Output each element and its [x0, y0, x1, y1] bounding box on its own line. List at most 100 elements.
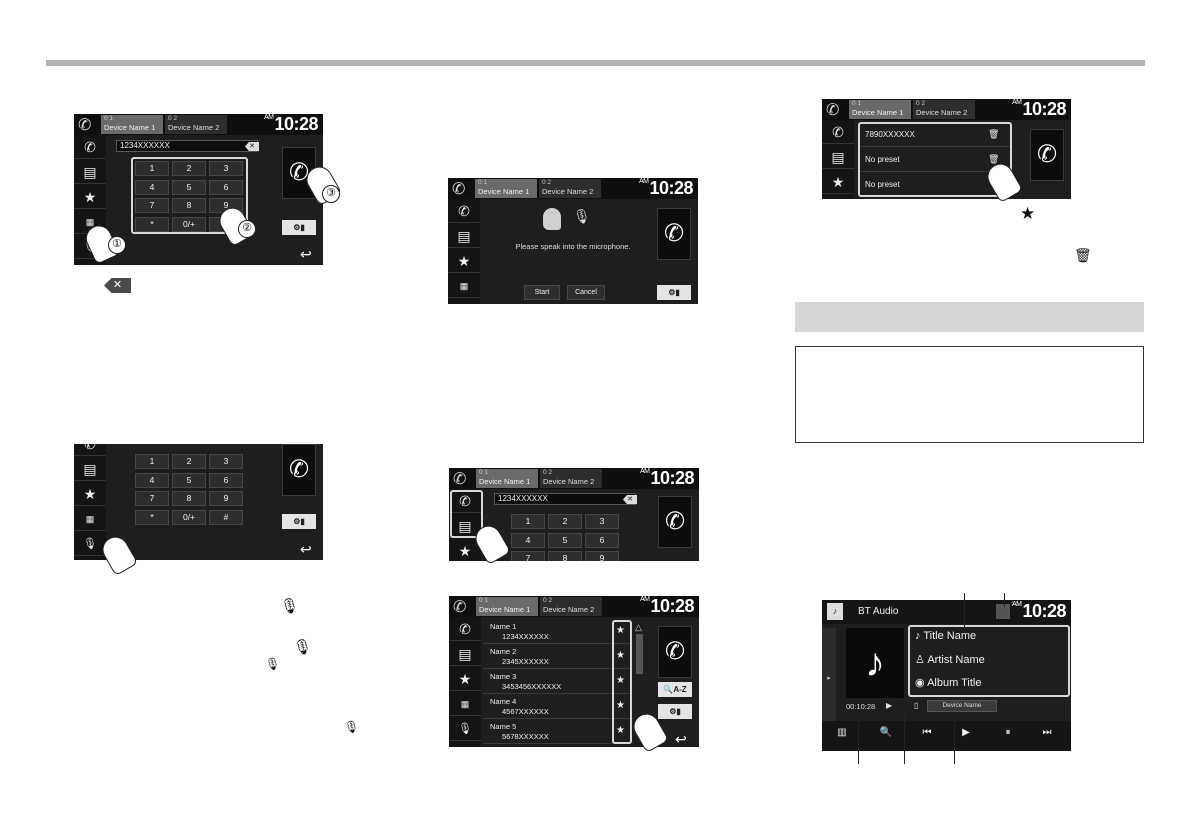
phonebook-button[interactable]: ▤: [74, 457, 106, 481]
phone-icon[interactable]: ✆: [78, 117, 92, 134]
keypad-key[interactable]: *: [135, 216, 169, 232]
play-button[interactable]: ▶: [962, 727, 970, 738]
phone-icon[interactable]: ✆: [453, 471, 467, 488]
keypad-key[interactable]: 7: [135, 491, 169, 506]
keypad-key[interactable]: 4: [135, 472, 169, 488]
preset-star-icon[interactable]: ★: [616, 675, 625, 686]
a-z-search-button[interactable]: 🔍A-Z: [658, 682, 692, 697]
title-row[interactable]: ♪ Title Name: [915, 630, 977, 642]
preset-star-button[interactable]: ★: [449, 539, 481, 561]
back-button[interactable]: ↩: [675, 731, 687, 747]
trash-icon[interactable]: 🗑: [988, 154, 1000, 164]
device-name-button[interactable]: Device Name: [927, 700, 997, 712]
keypad-key[interactable]: 6: [585, 532, 619, 548]
call-history-button[interactable]: ✆: [448, 199, 480, 223]
keypad-key[interactable]: 7: [135, 198, 169, 213]
search-button[interactable]: 🔍: [872, 727, 900, 738]
keypad-key[interactable]: 3: [209, 161, 243, 176]
keypad-key[interactable]: 4: [511, 532, 545, 548]
keypad-key[interactable]: 1: [135, 161, 169, 176]
keypad-key[interactable]: 2: [172, 161, 206, 176]
call-history-button[interactable]: ✆: [449, 489, 481, 513]
dial-pad-button[interactable]: ▦: [448, 274, 480, 298]
phone-icon[interactable]: ✆: [453, 599, 467, 616]
start-button[interactable]: Start: [524, 285, 560, 300]
call-button[interactable]: ✆: [282, 444, 316, 496]
preset-star-icon[interactable]: ★: [616, 725, 625, 736]
keypad-key[interactable]: 6: [209, 179, 243, 195]
dial-pad-button[interactable]: ▦: [74, 507, 106, 531]
preset-star-icon[interactable]: ★: [616, 700, 625, 711]
previous-track-button[interactable]: ⏮: [922, 727, 932, 738]
keypad-key[interactable]: 4: [135, 179, 169, 195]
keypad-key[interactable]: 0/+: [172, 216, 206, 232]
phone-settings-button[interactable]: ⚙▮: [657, 285, 691, 300]
preset-row[interactable]: 7890XXXXXX🗑: [860, 123, 1010, 147]
back-button[interactable]: ↩: [300, 541, 312, 557]
keypad-key[interactable]: 8: [548, 551, 582, 561]
preset-star-icon[interactable]: ★: [616, 650, 625, 661]
back-button[interactable]: ↩: [300, 246, 312, 262]
phonebook-button[interactable]: ▤: [449, 642, 481, 666]
backspace-icon[interactable]: ✕: [623, 495, 637, 504]
next-track-button[interactable]: ⏭: [1042, 727, 1052, 738]
keypad-key[interactable]: #: [209, 509, 243, 525]
keypad-key[interactable]: *: [135, 509, 169, 525]
album-row[interactable]: ◉ Album Title: [915, 677, 982, 689]
keypad-key[interactable]: 7: [511, 551, 545, 561]
phone-settings-button[interactable]: ⚙▮: [282, 220, 316, 235]
keypad-key[interactable]: 0/+: [172, 509, 206, 525]
dial-pad-button[interactable]: ▦: [449, 692, 481, 716]
preset-star-icon[interactable]: ★: [616, 625, 625, 636]
phonebook-button[interactable]: ▤: [822, 145, 854, 169]
preset-star-button[interactable]: ★: [449, 667, 481, 691]
keypad-key[interactable]: 8: [172, 491, 206, 506]
phone-icon[interactable]: ✆: [452, 181, 466, 198]
phone-settings-button[interactable]: ⚙▮: [658, 704, 692, 719]
preset-star-button[interactable]: ★: [822, 170, 854, 194]
trash-icon[interactable]: 🗑: [988, 129, 1000, 139]
preset-star-button[interactable]: ★: [74, 482, 106, 506]
call-button[interactable]: ✆: [1030, 129, 1064, 181]
keypad-key[interactable]: 8: [172, 198, 206, 213]
keypad-key[interactable]: 2: [548, 514, 582, 529]
menu-tab[interactable]: ▸: [822, 628, 836, 730]
preset-row[interactable]: No preset🗑: [860, 148, 1010, 172]
call-history-button[interactable]: ✆: [74, 135, 106, 159]
keypad-key[interactable]: 3: [585, 514, 619, 529]
keypad-key[interactable]: 6: [209, 472, 243, 488]
keypad-key[interactable]: 1: [511, 514, 545, 529]
call-history-button[interactable]: ✆: [74, 444, 106, 456]
keypad-key[interactable]: 5: [548, 532, 582, 548]
pause-button[interactable]: ⏸: [1005, 727, 1011, 738]
phone-settings-button[interactable]: ⚙▮: [282, 514, 316, 529]
keypad-key[interactable]: 1: [135, 454, 169, 469]
bt-source-icon[interactable]: ♪: [827, 603, 843, 620]
call-history-button[interactable]: ✆: [822, 120, 854, 144]
call-history-button[interactable]: ✆: [449, 617, 481, 641]
call-button[interactable]: ✆: [657, 208, 691, 260]
keypad-key[interactable]: 2: [172, 454, 206, 469]
keypad-key[interactable]: 9: [209, 491, 243, 506]
preset-star-button[interactable]: ★: [448, 249, 480, 273]
call-button[interactable]: ✆: [658, 496, 692, 548]
keypad-key[interactable]: 5: [172, 179, 206, 195]
phonebook-button[interactable]: ▤: [74, 160, 106, 184]
backspace-icon[interactable]: ✕: [245, 142, 259, 151]
keypad-key[interactable]: 3: [209, 454, 243, 469]
phone-icon[interactable]: ✆: [826, 102, 840, 119]
voice-dial-button[interactable]: 🎙: [449, 717, 481, 741]
artist-row[interactable]: ♙ Artist Name: [915, 654, 985, 666]
keypad-key[interactable]: 5: [172, 472, 206, 488]
